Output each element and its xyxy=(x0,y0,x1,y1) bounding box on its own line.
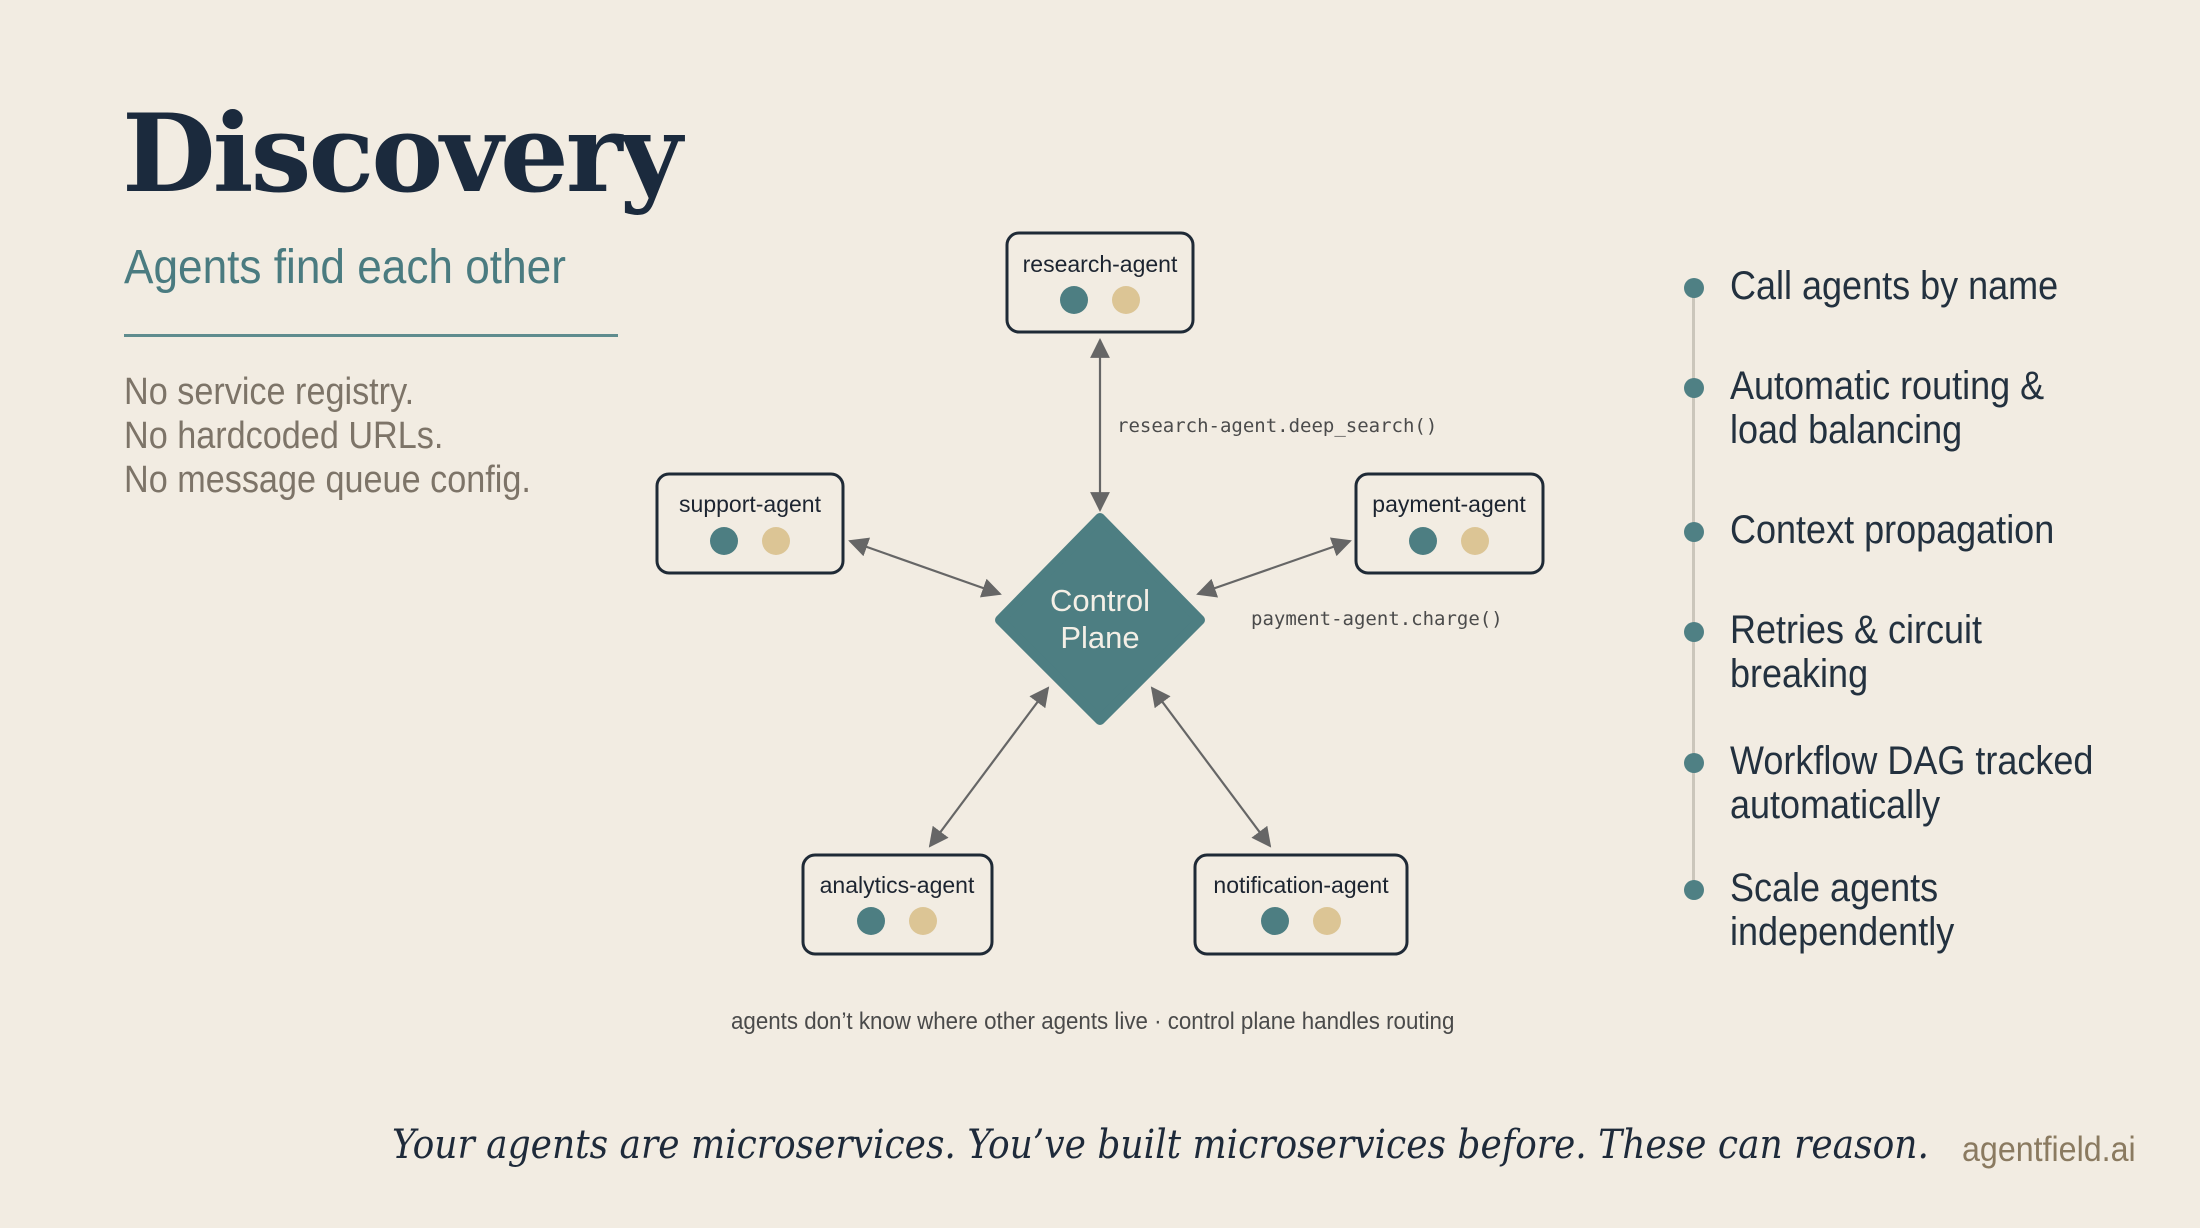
agent-node-analytics: analytics-agent xyxy=(801,853,994,956)
status-dot-sand xyxy=(909,907,937,935)
bullet-dot xyxy=(1684,522,1704,542)
feature-line: Call agents by name xyxy=(1730,264,2059,308)
feature-line: independently xyxy=(1730,910,1955,954)
connector-notification xyxy=(1150,686,1272,848)
feature-line: automatically xyxy=(1730,783,1941,827)
status-dot-teal xyxy=(1261,907,1289,935)
feature-line: load balancing xyxy=(1730,408,1963,452)
connector-support xyxy=(848,537,1002,598)
title-divider xyxy=(124,334,618,337)
feature-line: Retries & circuit xyxy=(1730,608,1983,652)
control-plane-label: Plane xyxy=(1060,620,1139,655)
timeline-line xyxy=(1692,292,1695,892)
negation-item: No hardcoded URLs. xyxy=(124,415,444,457)
slide-subtitle: Agents find each other xyxy=(124,241,566,294)
control-plane-label: Control xyxy=(1050,583,1150,618)
status-dot-sand xyxy=(1461,527,1489,555)
status-dot-teal xyxy=(710,527,738,555)
bullet-dot xyxy=(1684,278,1704,298)
negation-item: No message queue config. xyxy=(124,459,531,501)
agent-label: notification-agent xyxy=(1213,872,1389,898)
connector-payment xyxy=(1196,537,1352,598)
agent-label: analytics-agent xyxy=(820,872,975,898)
agent-node-notification: notification-agent xyxy=(1193,853,1409,956)
feature-line: Workflow DAG tracked xyxy=(1730,739,2094,783)
status-dot-sand xyxy=(1313,907,1341,935)
agent-label: payment-agent xyxy=(1372,491,1526,517)
diagram-caption: agents don’t know where other agents liv… xyxy=(731,1008,1455,1035)
status-dot-teal xyxy=(1409,527,1437,555)
status-dot-sand xyxy=(1112,286,1140,314)
feature-line: Context propagation xyxy=(1730,508,2055,552)
call-label-payment: payment-agent.charge() xyxy=(1251,608,1503,630)
feature-line: breaking xyxy=(1730,652,1869,696)
connector-analytics xyxy=(928,686,1050,848)
control-plane-node: Control Plane xyxy=(995,513,1205,725)
agent-node-research: research-agent xyxy=(1005,231,1195,334)
negation-item: No service registry. xyxy=(124,371,415,413)
slide-title: Discovery xyxy=(122,91,682,217)
agent-node-payment: payment-agent xyxy=(1354,472,1545,575)
bullet-dot xyxy=(1684,378,1704,398)
status-dot-sand xyxy=(762,527,790,555)
negation-list: No service registry. No hardcoded URLs. … xyxy=(124,370,576,502)
status-dot-teal xyxy=(1060,286,1088,314)
status-dot-teal xyxy=(857,907,885,935)
bullet-dot xyxy=(1684,753,1704,773)
feature-line: Scale agents xyxy=(1730,866,1939,910)
agent-label: research-agent xyxy=(1023,251,1178,277)
feature-line: Automatic routing & xyxy=(1730,364,2045,408)
footer-tagline: Your agents are microservices. You’ve bu… xyxy=(392,1122,1929,1168)
bullet-dot xyxy=(1684,622,1704,642)
call-label-research: research-agent.deep_search() xyxy=(1117,415,1437,437)
bullet-dot xyxy=(1684,880,1704,900)
brand-link[interactable]: agentfield.ai xyxy=(1962,1130,2136,1169)
agent-node-support: support-agent xyxy=(655,472,845,575)
agent-label: support-agent xyxy=(679,491,822,517)
